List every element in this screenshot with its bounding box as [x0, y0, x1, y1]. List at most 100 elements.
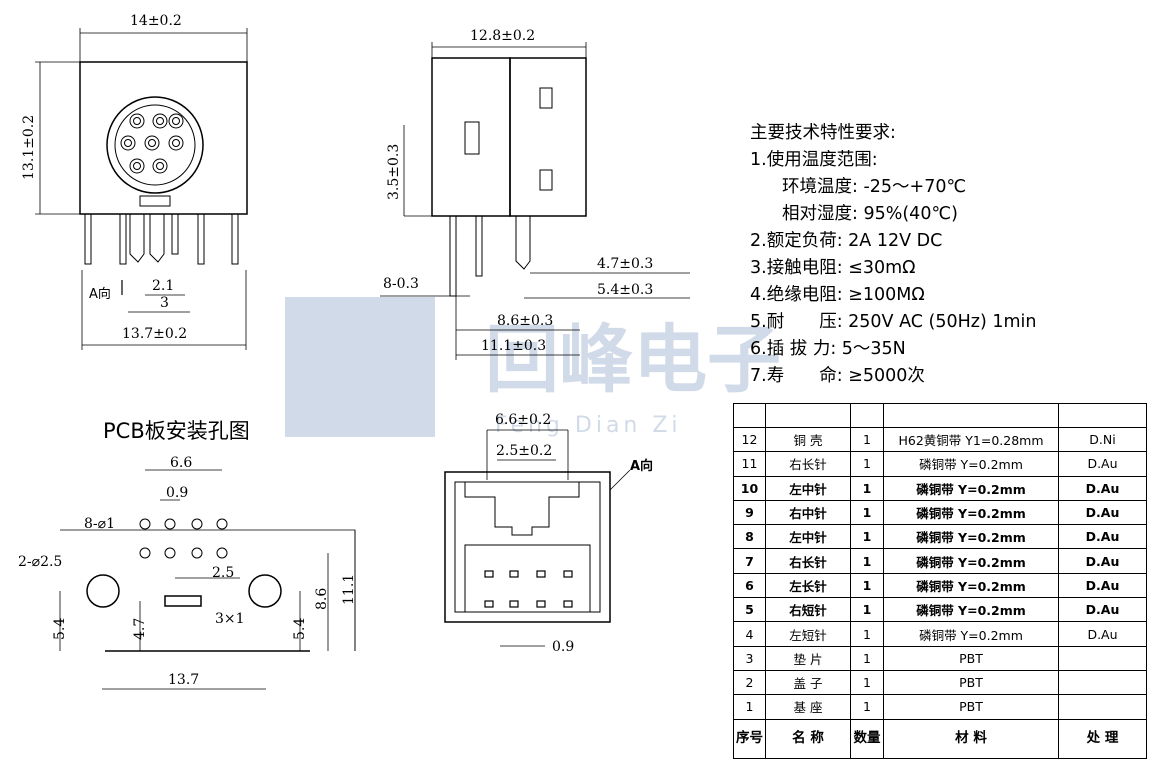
pcb-holes [139, 518, 228, 559]
bom-cell-qty: 1 [850, 621, 884, 647]
bom-cell-name: 左长针 [765, 572, 851, 599]
bom-cell-qty: 1 [850, 597, 884, 623]
bom-cell-name: 铜 壳 [765, 426, 851, 453]
side-dim-a: 4.7±0.3 [597, 256, 653, 272]
bom-cell-treat: D.Au [1058, 572, 1147, 599]
pcb-dim-54-left: 5.4 [52, 618, 68, 640]
bom-cell-name: 垫 片 [765, 645, 851, 671]
spec-title: 主要技术特性要求: [750, 123, 896, 143]
bom-cell-no: 4 [733, 621, 766, 647]
pcb-holes-label: 8-⌀1 [84, 516, 115, 532]
bom-cell-no: 1 [733, 694, 766, 720]
bom-cell-name: 右中针 [765, 499, 851, 526]
spec-line: 7.寿 命: ≥5000次 [750, 366, 925, 386]
pcb-dim-54-right: 5.4 [292, 618, 308, 640]
bom-header-name: 名 称 [765, 718, 851, 759]
pcb-dim-66: 6.6 [170, 455, 192, 471]
spec-line: 2.额定负荷: 2A 12V DC [750, 231, 943, 251]
side-dim-c: 8.6±0.3 [497, 313, 553, 329]
side-width-dim: 12.8±0.2 [470, 28, 535, 44]
pcb-dim-111: 11.1 [341, 574, 357, 605]
bom-cell-qty: 1 [850, 694, 884, 720]
pcb-dim-09: 0.9 [166, 485, 188, 501]
bom-cell-name: 右长针 [765, 451, 851, 477]
pcb-title: PCB板安装孔图 [103, 419, 250, 443]
front-dim-09: 0.9 [552, 639, 574, 655]
bom-cell-name: 左短针 [765, 621, 851, 647]
bom-cell-qty: 1 [850, 451, 884, 477]
front-contacts [484, 570, 573, 608]
bom-cell-material: H62黄铜带 Y1=0.28mm [883, 426, 1059, 453]
top-direction-label: A向 [89, 286, 111, 302]
bom-cell-material: 磷铜带 Y=0.2mm [883, 475, 1059, 501]
bom-cell-material: PBT [883, 669, 1059, 696]
bom-cell-no: 6 [733, 572, 766, 599]
bom-header-no: 序号 [733, 718, 766, 759]
bom-cell-qty: 1 [850, 475, 884, 501]
bom-cell-name: 左中针 [765, 475, 851, 501]
pin-sockets [120, 113, 184, 174]
pcb-mount-label: 2-⌀2.5 [18, 554, 62, 570]
bom-cell-no: 12 [733, 426, 766, 453]
bom-cell-name: 右短针 [765, 597, 851, 623]
bom-cell-treat: D.Au [1058, 499, 1147, 526]
bom-cell-name: 盖 子 [765, 669, 851, 696]
bom-cell-treat: D.Ni [1058, 426, 1147, 453]
bom-cell-no: 7 [733, 548, 766, 574]
bom-cell-treat [1058, 645, 1147, 671]
bom-cell-qty: 1 [850, 499, 884, 526]
front-direction-label: A向 [630, 458, 653, 474]
top-pitch2-dim: 3 [160, 295, 169, 311]
spec-line: 环境温度: -25～+70℃ [782, 177, 967, 197]
front-dim-25: 2.5±0.2 [496, 443, 552, 459]
bom-cell-material: PBT [883, 694, 1059, 720]
spec-line: 3.接触电阻: ≤30mΩ [750, 258, 916, 278]
bom-cell-treat [1058, 694, 1147, 720]
bom-cell-material: 磷铜带 Y=0.2mm [883, 572, 1059, 599]
front-dim-66: 6.6±0.2 [495, 412, 551, 428]
bom-cell-qty: 1 [850, 426, 884, 453]
bom-cell-treat: D.Au [1058, 548, 1147, 574]
bom-header-qty: 数量 [850, 718, 884, 759]
bom-cell-name: 左中针 [765, 524, 851, 550]
pcb-dim-137: 13.7 [168, 672, 199, 688]
bom-cell-qty: 1 [850, 645, 884, 671]
bom-cell-name: 右长针 [765, 548, 851, 574]
pcb-dim-47: 4.7 [132, 618, 148, 640]
bom-cell-treat: D.Au [1058, 451, 1147, 477]
side-dim-b: 5.4±0.3 [597, 282, 653, 298]
bom-cell-qty: 1 [850, 572, 884, 599]
bom-cell-qty: 1 [850, 524, 884, 550]
pcb-dim-25: 2.5 [212, 565, 234, 581]
side-dim-d: 11.1±0.3 [481, 338, 546, 354]
side-view [380, 42, 690, 360]
spec-line: 1.使用温度范围: [750, 150, 878, 170]
bom-cell-material: 磷铜带 Y=0.2mm [883, 597, 1059, 623]
pcb-hole-view [59, 469, 356, 690]
top-bottom-dim: 13.7±0.2 [122, 326, 187, 342]
spec-line: 5.耐 压: 250V AC (50Hz) 1min [750, 312, 1037, 332]
bom-cell-no: 10 [733, 475, 766, 501]
bom-cell-material: 磷铜带 Y=0.2mm [883, 499, 1059, 526]
spec-line: 4.绝缘电阻: ≥100MΩ [750, 285, 925, 305]
bom-cell-treat: D.Au [1058, 621, 1147, 647]
bom-cell-no: 2 [733, 669, 766, 696]
bom-cell-material: 磷铜带 Y=0.2mm [883, 524, 1059, 550]
bom-cell-treat [1058, 669, 1147, 696]
bom-cell-name: 基 座 [765, 694, 851, 720]
bom-header-treat: 处 理 [1058, 718, 1147, 759]
bom-cell-treat: D.Au [1058, 524, 1147, 550]
pcb-dim-86: 8.6 [314, 588, 330, 610]
bom-cell-qty: 1 [850, 548, 884, 574]
bom-cell-treat: D.Au [1058, 597, 1147, 623]
